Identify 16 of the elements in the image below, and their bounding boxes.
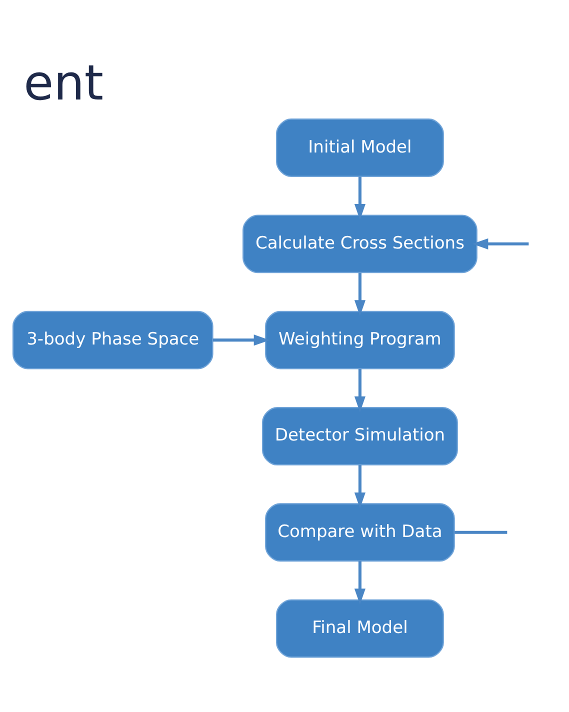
arrow: [472, 238, 529, 249]
node-box: Detector Simulation: [262, 406, 458, 465]
arrow: [354, 176, 366, 220]
arrow: [354, 368, 366, 412]
node-box: Weighting Program: [265, 310, 455, 369]
node-box: Initial Model: [276, 118, 444, 176]
arrow: [354, 272, 366, 316]
node-box: Compare with Data: [265, 502, 455, 562]
arrow: [354, 464, 366, 508]
node-box: Final Model: [276, 598, 444, 658]
arrow: [354, 560, 366, 604]
node-box: 3-body Phase Space: [12, 310, 214, 369]
arrow: [212, 334, 270, 346]
diagram-title: ent: [24, 55, 104, 112]
connector: [454, 530, 508, 534]
node-box: Calculate Cross Sections: [242, 214, 478, 273]
